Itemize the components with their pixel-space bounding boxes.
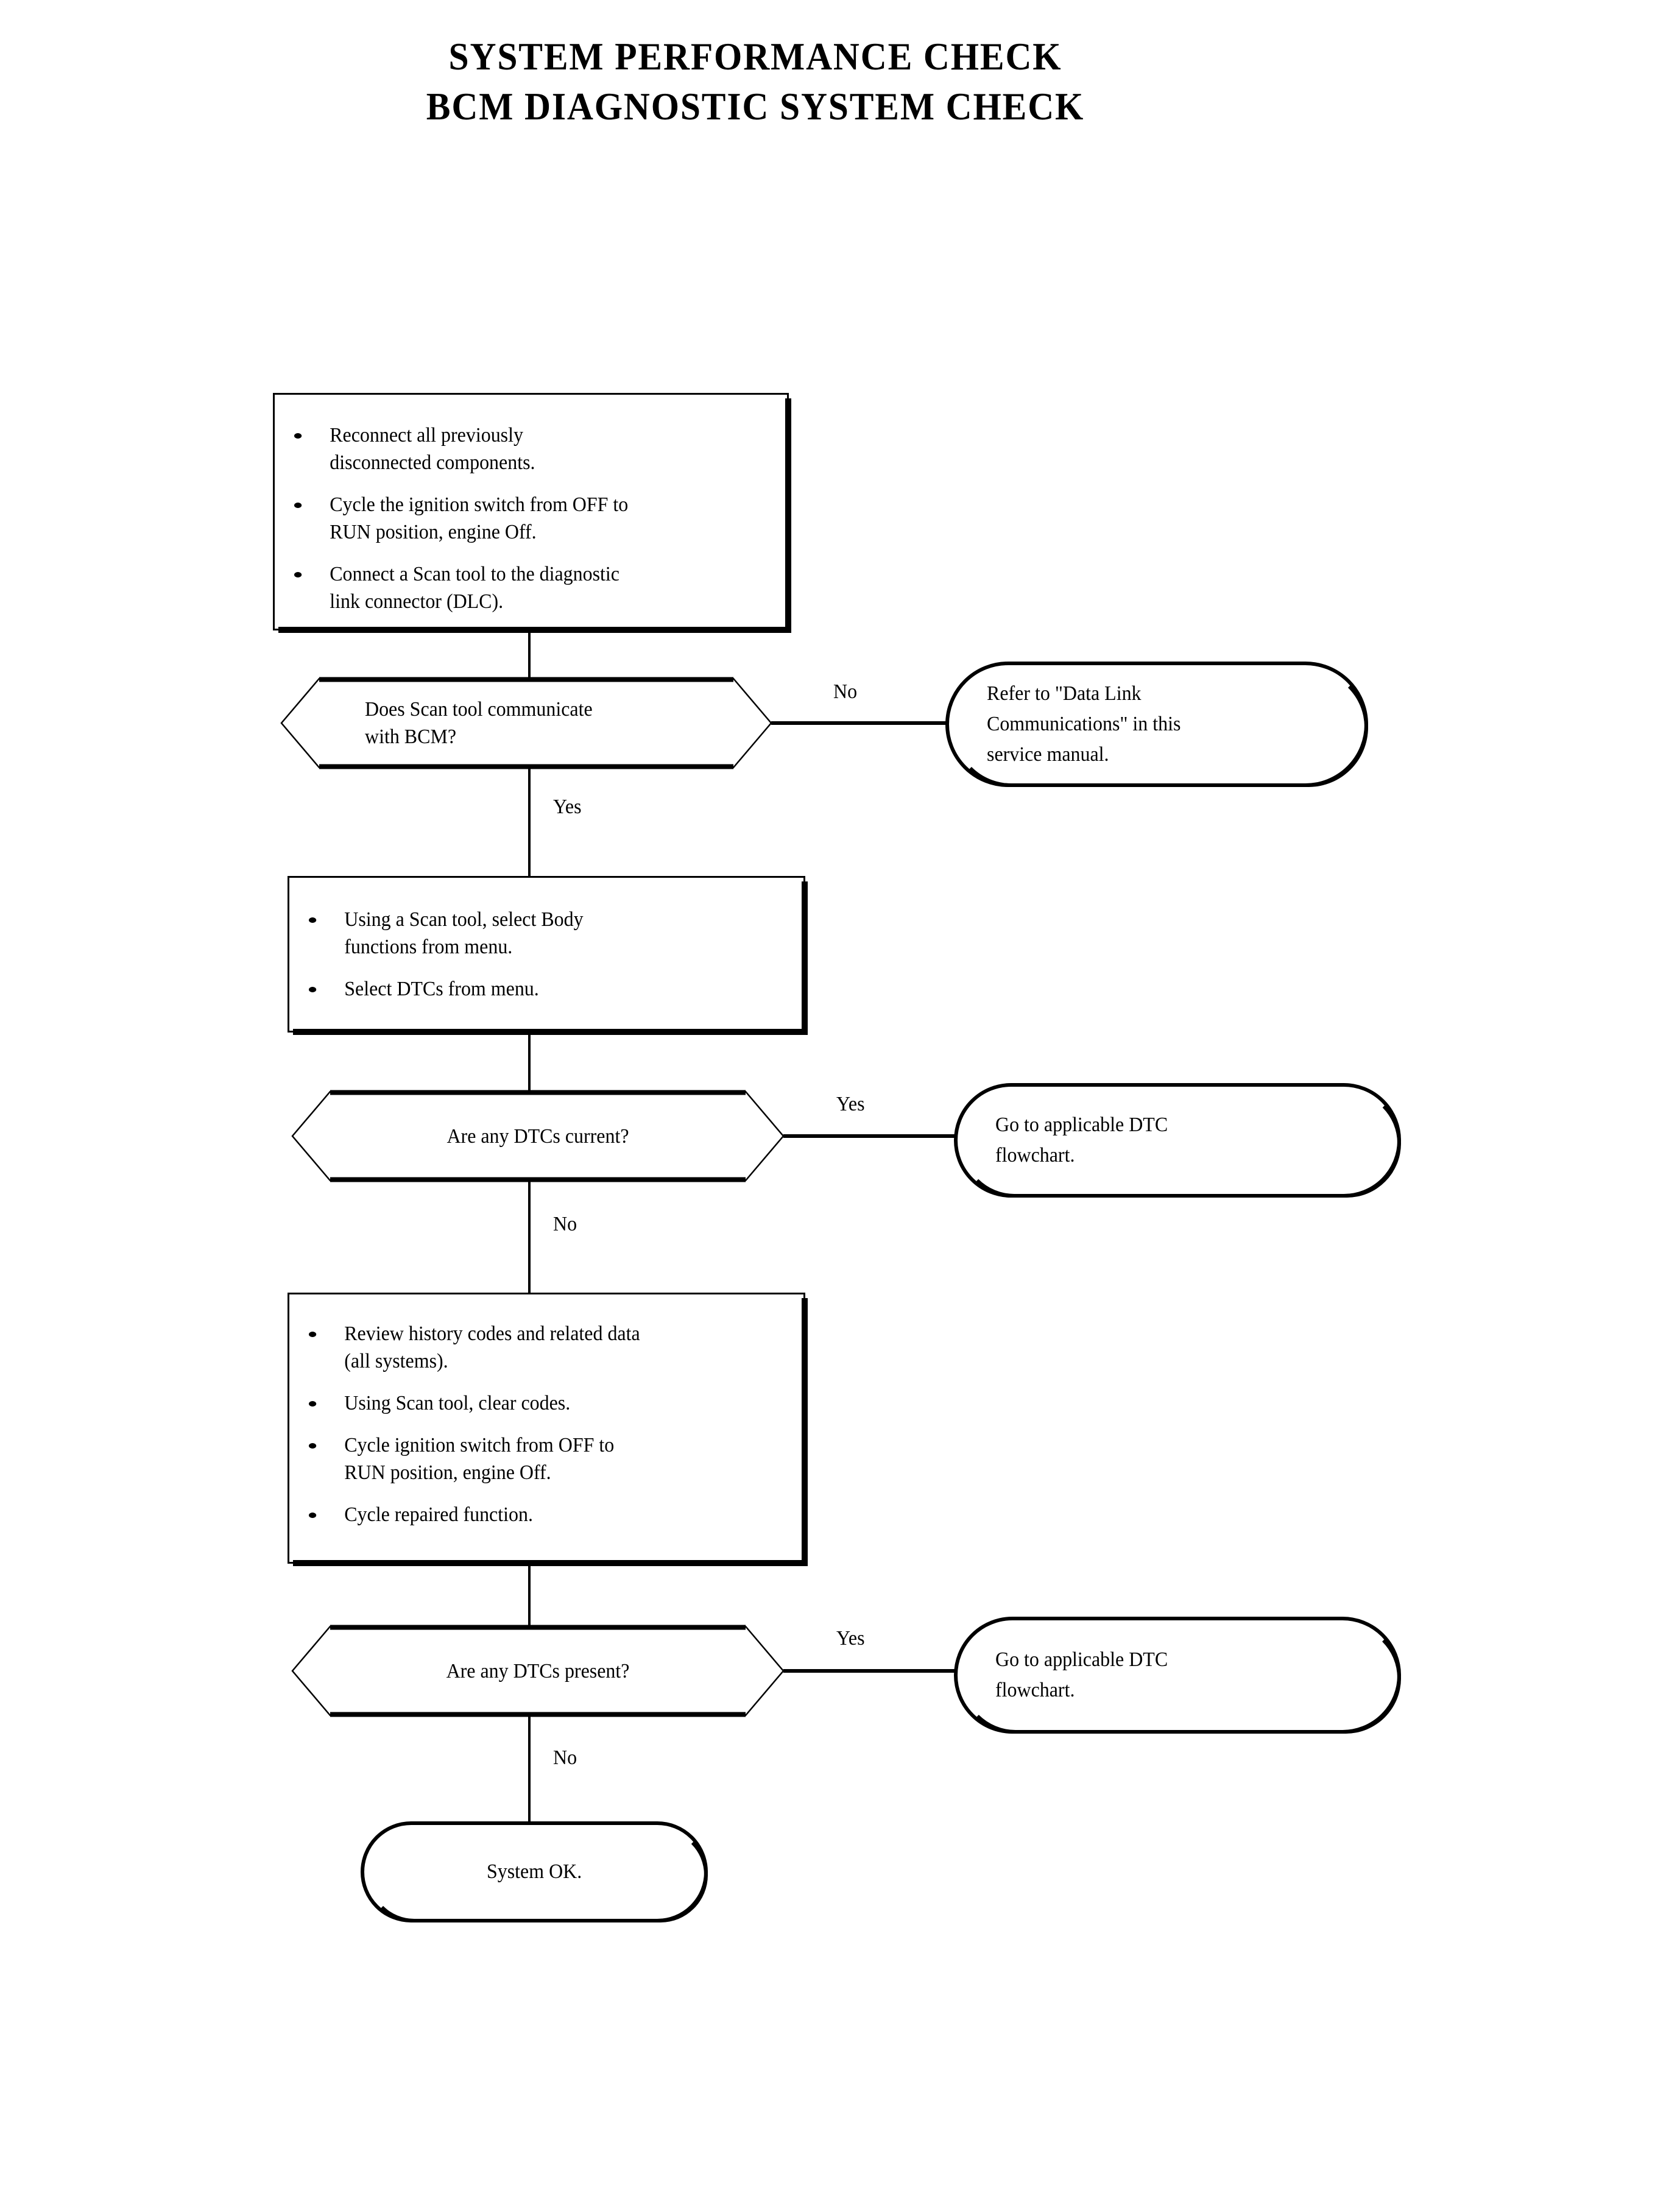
list-item: Reconnect all previously disconnected co… <box>275 422 757 476</box>
step2-bullet-list: Using a Scan tool, select Body functions… <box>289 878 803 1003</box>
list-item: Cycle the ignition switch from OFF to RU… <box>275 491 757 546</box>
terminator-text-line: Go to applicable DTC <box>995 1648 1168 1671</box>
bullet-line: Cycle the ignition switch from OFF to <box>330 493 629 516</box>
bullet-line: Using a Scan tool, select Body <box>344 908 584 931</box>
list-item: Using Scan tool, clear codes. <box>289 1389 772 1417</box>
bullet-line: RUN position, engine Off. <box>344 1461 551 1484</box>
connector-decision2-yes <box>783 1134 958 1138</box>
terminator-2-text: Go to applicable DTC flowchart. <box>958 1087 1397 1194</box>
page-title: SYSTEM PERFORMANCE CHECK BCM DIAGNOSTIC … <box>0 32 1511 132</box>
connector-decision3-yes <box>783 1669 958 1673</box>
bullet-line: Cycle repaired function. <box>344 1503 533 1526</box>
bullet-icon <box>294 572 302 577</box>
edge-label-no-1: No <box>833 680 858 703</box>
edge-label-yes-3: Yes <box>836 1627 865 1650</box>
bullet-icon <box>308 917 317 923</box>
title-line-1: SYSTEM PERFORMANCE CHECK <box>448 35 1062 78</box>
bullet-line: Using Scan tool, clear codes. <box>344 1392 571 1414</box>
list-item: Connect a Scan tool to the diagnostic li… <box>275 560 757 615</box>
terminator-text-line: Go to applicable DTC <box>995 1114 1168 1136</box>
bullet-line: RUN position, engine Off. <box>330 521 537 543</box>
terminator-4-text: System OK. <box>364 1825 704 1919</box>
decision-node-1: Does Scan tool communicate with BCM? <box>279 676 774 770</box>
terminator-node-3: Go to applicable DTC flowchart. <box>954 1617 1401 1734</box>
hexagon-shape-icon <box>280 677 772 769</box>
connector-decision1-no <box>771 721 949 725</box>
list-item: Select DTCs from menu. <box>289 975 772 1003</box>
bullet-line: functions from menu. <box>344 936 513 958</box>
terminator-text-line: Refer to "Data Link <box>987 682 1142 705</box>
bullet-icon <box>308 1401 317 1407</box>
hexagon-shape-icon <box>291 1625 785 1717</box>
bullet-icon <box>308 1332 317 1337</box>
bullet-line: disconnected components. <box>330 451 535 474</box>
list-item: Cycle repaired function. <box>289 1501 772 1528</box>
connector-step1-to-decision1 <box>528 630 531 679</box>
bullet-line: Review history codes and related data <box>344 1322 640 1345</box>
decision-node-2: Are any DTCs current? <box>290 1089 786 1183</box>
bullet-line: Connect a Scan tool to the diagnostic <box>330 563 619 585</box>
edge-label-no-2: No <box>553 1213 577 1235</box>
bullet-line: (all systems). <box>344 1350 448 1372</box>
step3-bullet-list: Review history codes and related data (a… <box>289 1294 803 1528</box>
connector-decision1-yes <box>528 768 531 877</box>
process-box-step3: Review history codes and related data (a… <box>288 1293 808 1566</box>
decision-node-3: Are any DTCs present? <box>290 1624 786 1718</box>
bullet-line: Select DTCs from menu. <box>344 978 539 1000</box>
list-item: Review history codes and related data (a… <box>289 1320 772 1375</box>
terminator-text-line: service manual. <box>987 743 1109 766</box>
terminator-1-text: Refer to "Data Link Communications" in t… <box>949 665 1364 783</box>
terminator-node-2: Go to applicable DTC flowchart. <box>954 1083 1401 1198</box>
bullet-icon <box>294 433 302 439</box>
edge-label-no-3: No <box>553 1746 577 1769</box>
hexagon-shape-icon <box>291 1090 785 1182</box>
terminator-text-line: System OK. <box>486 1860 582 1883</box>
process-box-step1: Reconnect all previously disconnected co… <box>273 393 791 633</box>
terminator-text-line: flowchart. <box>995 1144 1075 1167</box>
step1-bullet-list: Reconnect all previously disconnected co… <box>275 395 787 615</box>
title-line-2: BCM DIAGNOSTIC SYSTEM CHECK <box>426 85 1085 128</box>
connector-decision3-no <box>528 1715 531 1825</box>
terminator-text-line: Communications" in this <box>987 713 1181 735</box>
process-box-step2: Using a Scan tool, select Body functions… <box>288 876 808 1035</box>
edge-label-yes-1: Yes <box>553 796 582 818</box>
bullet-line: Reconnect all previously <box>330 424 523 447</box>
bullet-icon <box>294 503 302 508</box>
terminator-text-line: flowchart. <box>995 1679 1075 1701</box>
terminator-node-system-ok: System OK. <box>361 1821 708 1922</box>
terminator-node-1: Refer to "Data Link Communications" in t… <box>945 662 1368 787</box>
bullet-icon <box>308 1443 317 1449</box>
connector-decision2-no <box>528 1181 531 1296</box>
bullet-line: link connector (DLC). <box>330 590 504 613</box>
bullet-icon <box>308 987 317 992</box>
terminator-3-text: Go to applicable DTC flowchart. <box>958 1620 1397 1730</box>
bullet-icon <box>308 1513 317 1518</box>
edge-label-yes-2: Yes <box>836 1093 865 1115</box>
connector-step2-to-decision2 <box>528 1033 531 1093</box>
list-item: Using a Scan tool, select Body functions… <box>289 906 772 961</box>
bullet-line: Cycle ignition switch from OFF to <box>344 1434 615 1456</box>
connector-step3-to-decision3 <box>528 1564 531 1628</box>
list-item: Cycle ignition switch from OFF to RUN po… <box>289 1432 772 1486</box>
